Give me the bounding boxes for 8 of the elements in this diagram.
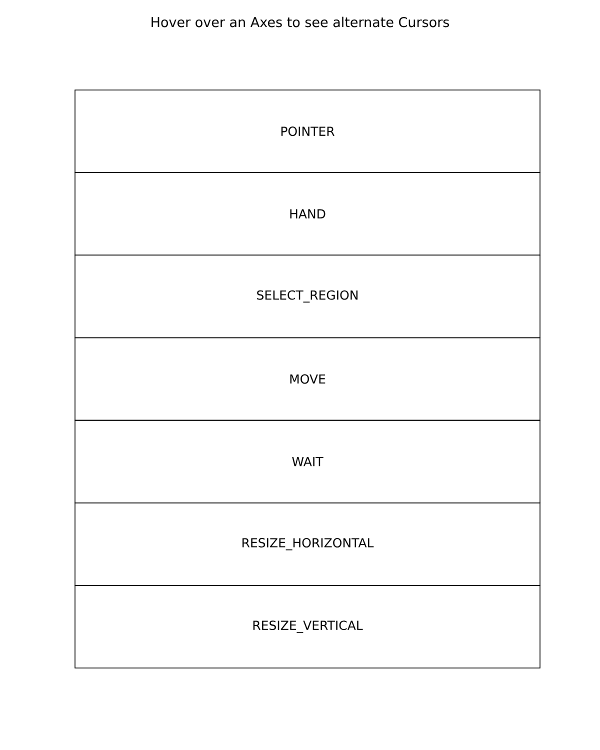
axes-box: MOVE xyxy=(74,337,540,421)
axes-box: RESIZE_VERTICAL xyxy=(74,585,540,668)
axes-box: HAND xyxy=(74,172,540,256)
axes-box: SELECT_REGION xyxy=(74,254,540,338)
title: Hover over an Axes to see alternate Cursors xyxy=(152,16,450,28)
axes-box: POINTER xyxy=(74,90,540,173)
axes-box: WAIT xyxy=(74,420,540,504)
axes-box: RESIZE_HORIZONTAL xyxy=(74,502,540,586)
